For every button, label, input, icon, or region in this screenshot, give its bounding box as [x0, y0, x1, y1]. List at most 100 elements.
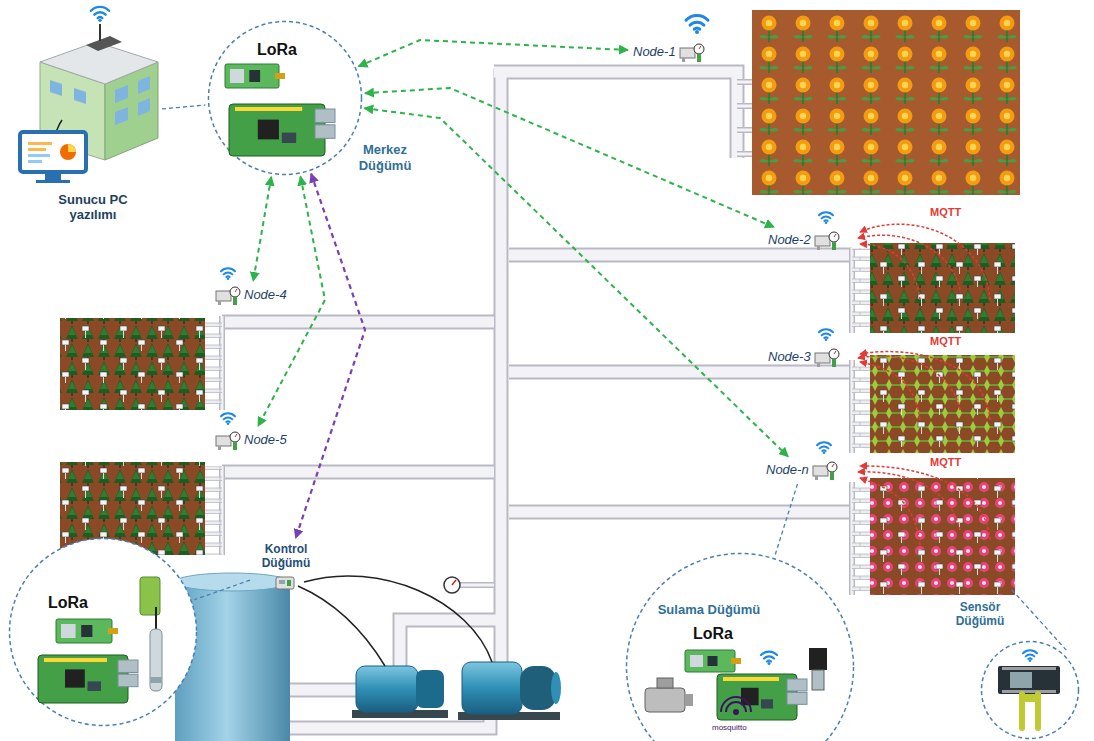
rect-shape: [815, 353, 830, 363]
rect-shape: [832, 242, 836, 250]
circle-shape: [444, 577, 460, 593]
path-shape: [858, 356, 960, 410]
node-label: Kontrol Düğümü: [254, 542, 318, 571]
line-shape: [99, 24, 101, 41]
node-heading: Sensör Düğümü: [950, 600, 1010, 629]
rect-shape: [870, 243, 1015, 333]
rect-shape: [150, 677, 162, 683]
path-shape: [452, 580, 456, 585]
node-outline: [980, 640, 1080, 740]
polygon-shape: [115, 85, 128, 103]
path-shape: [235, 434, 237, 437]
polygon-shape: [138, 98, 150, 116]
rect-shape: [708, 656, 718, 666]
rect-shape: [118, 660, 138, 672]
rect-shape: [870, 243, 1015, 333]
rect-shape: [870, 478, 1015, 595]
polygon-shape: [86, 36, 122, 51]
logo-label: mosquitto: [712, 723, 747, 733]
use-shape: [761, 652, 777, 665]
rect-shape: [852, 248, 870, 333]
path-shape: [860, 352, 990, 420]
circle-shape: [627, 554, 854, 741]
rect-shape: [787, 692, 807, 704]
lora-link: [365, 88, 774, 227]
use-shape: [221, 413, 235, 425]
node-label: Node-n: [766, 462, 809, 478]
use-shape: [819, 212, 833, 224]
circle-shape: [60, 144, 76, 160]
rect-shape: [815, 236, 830, 246]
irrigation-node: Node-2: [765, 228, 843, 252]
node-outline: [8, 537, 198, 727]
rect-shape: [809, 648, 827, 670]
rect-shape: [28, 154, 50, 157]
pumps: [298, 576, 561, 720]
node-heading: Merkez Düğümü: [347, 142, 423, 173]
path-shape: [68, 144, 76, 152]
use-shape: [819, 329, 833, 341]
irrigation-node: Node-1: [630, 40, 708, 64]
rect-shape: [462, 662, 522, 714]
rect-shape: [761, 699, 773, 708]
rect-shape: [813, 466, 828, 476]
circle-shape: [230, 432, 240, 442]
use-shape: [817, 442, 831, 454]
rect-shape: [249, 70, 260, 82]
rect-shape: [680, 48, 695, 58]
rect-shape: [657, 678, 673, 688]
rect-shape: [218, 446, 221, 450]
path-shape: [298, 586, 385, 666]
detail-leader: [775, 484, 798, 556]
irrigation-node: Node-4: [212, 283, 290, 307]
rect-shape: [685, 650, 735, 672]
rect-shape: [88, 681, 102, 691]
rect-shape: [315, 125, 335, 139]
detail-leader: [162, 105, 205, 109]
rect-shape: [65, 669, 85, 687]
rect-shape: [61, 624, 76, 638]
rect-shape: [45, 174, 61, 180]
path-shape: [860, 478, 920, 545]
ellipse-shape: [175, 573, 289, 591]
rect-shape: [870, 355, 1015, 453]
rect-shape: [279, 580, 285, 584]
use-shape: [686, 16, 708, 34]
rect-shape: [870, 478, 1015, 595]
valve-icon: [679, 41, 705, 63]
irrigation-node: Node-5: [212, 428, 290, 452]
rect-shape: [731, 658, 741, 664]
path-shape: [860, 466, 990, 540]
sensor-detail: Sensör Düğümü: [980, 640, 1080, 740]
rect-shape: [1002, 690, 1056, 693]
rect-shape: [233, 442, 237, 450]
rect-shape: [230, 69, 244, 83]
rect-shape: [315, 109, 335, 123]
rect-shape: [225, 64, 279, 88]
protocol-label: MQTT: [928, 456, 963, 469]
module-label: LoRa: [693, 624, 733, 643]
lora-link: [253, 177, 271, 281]
rect-shape: [817, 363, 820, 367]
use-shape: [221, 268, 235, 280]
node-label: Node-1: [633, 44, 676, 60]
rect-shape: [205, 466, 222, 555]
rect-shape: [645, 688, 685, 712]
valve-icon: [814, 346, 840, 368]
valve-icon: [215, 429, 241, 451]
rect-shape: [830, 472, 834, 480]
polygon-shape: [138, 76, 150, 94]
node-label: Node-5: [244, 432, 287, 448]
use-shape: [91, 7, 109, 22]
rect-shape: [60, 318, 205, 410]
circle-shape: [829, 349, 839, 359]
module-label: LoRa: [257, 40, 297, 59]
protocol-label: MQTT: [928, 335, 963, 348]
rect-shape: [817, 246, 820, 250]
irrigation-node: Node-3: [765, 345, 843, 369]
path-shape: [858, 235, 960, 290]
circle-shape: [10, 539, 197, 726]
rect-shape: [60, 318, 205, 410]
irrigation-node: Node-n: [763, 458, 841, 482]
